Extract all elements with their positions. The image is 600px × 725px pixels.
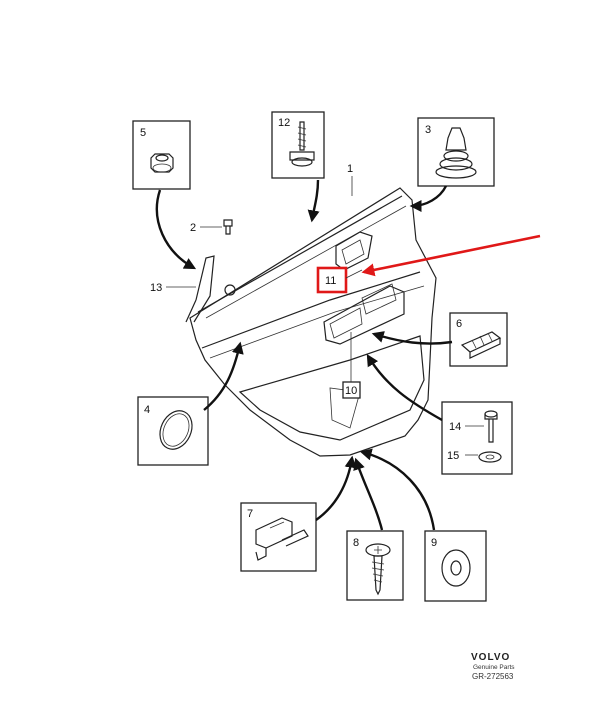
bolt-icon: [484, 410, 498, 443]
arrow-8: [353, 457, 384, 531]
part-number-8: 8: [353, 537, 359, 549]
screw-icon: [289, 121, 315, 167]
part-box-6[interactable]: 6: [449, 312, 508, 367]
part-box-10[interactable]: 10: [342, 332, 361, 399]
assembly-arrows: [155, 179, 541, 531]
seal-ring-icon: [159, 410, 193, 450]
part-number-7: 7: [247, 508, 253, 520]
arrow-5: [155, 189, 197, 270]
highlight-arrow: [361, 234, 541, 277]
part-box-14-15[interactable]: 14 15: [441, 401, 513, 475]
door-panel: [185, 187, 437, 457]
push-clip-icon: [435, 127, 477, 179]
part-box-7[interactable]: 7: [240, 502, 317, 572]
part-box-8[interactable]: 8: [346, 530, 404, 601]
arrow-14: [366, 353, 443, 422]
part-number-12: 12: [278, 117, 290, 129]
connector-clip-icon: [460, 331, 502, 359]
arrow-6: [371, 331, 453, 345]
washer-icon: [478, 451, 502, 463]
arrow-3: [409, 185, 448, 212]
brand-subtitle: Genuine Parts: [473, 664, 515, 671]
part-number-1: 1: [347, 163, 353, 175]
part-number-5: 5: [140, 127, 146, 139]
small-bolt-icon: [223, 219, 233, 235]
part-number-6: 6: [456, 318, 462, 330]
part-box-5[interactable]: 5: [132, 120, 191, 190]
part-box-3[interactable]: 3: [417, 117, 495, 187]
part-box-4[interactable]: 4: [137, 396, 209, 466]
arrow-9: [359, 448, 436, 531]
diagram-code: GR-272563: [472, 672, 514, 681]
part-number-11: 11: [325, 275, 336, 287]
tapping-screw-icon: [365, 543, 391, 596]
part-box-9[interactable]: 9: [424, 530, 487, 602]
brand-name: VOLVO: [471, 652, 510, 663]
part-box-11-highlighted[interactable]: 11: [316, 266, 363, 294]
part-box-12[interactable]: 12: [271, 111, 325, 179]
part-number-15: 15: [447, 450, 459, 462]
arrow-4: [203, 341, 244, 411]
volvo-logo: VOLVO Genuine Parts GR-272563: [471, 652, 515, 681]
part-number-14: 14: [449, 421, 461, 433]
part-number-10: 10: [345, 385, 357, 397]
part-number-4: 4: [144, 404, 150, 416]
part-number-13: 13: [150, 282, 162, 294]
arrow-12: [307, 179, 320, 223]
part-number-3: 3: [425, 124, 431, 136]
part-number-9: 9: [431, 537, 437, 549]
nut-icon: [150, 153, 174, 173]
bracket-clip-icon: [255, 517, 309, 561]
arrow-7: [315, 455, 357, 521]
part-number-2: 2: [190, 222, 196, 234]
flat-washer-icon: [441, 549, 471, 587]
